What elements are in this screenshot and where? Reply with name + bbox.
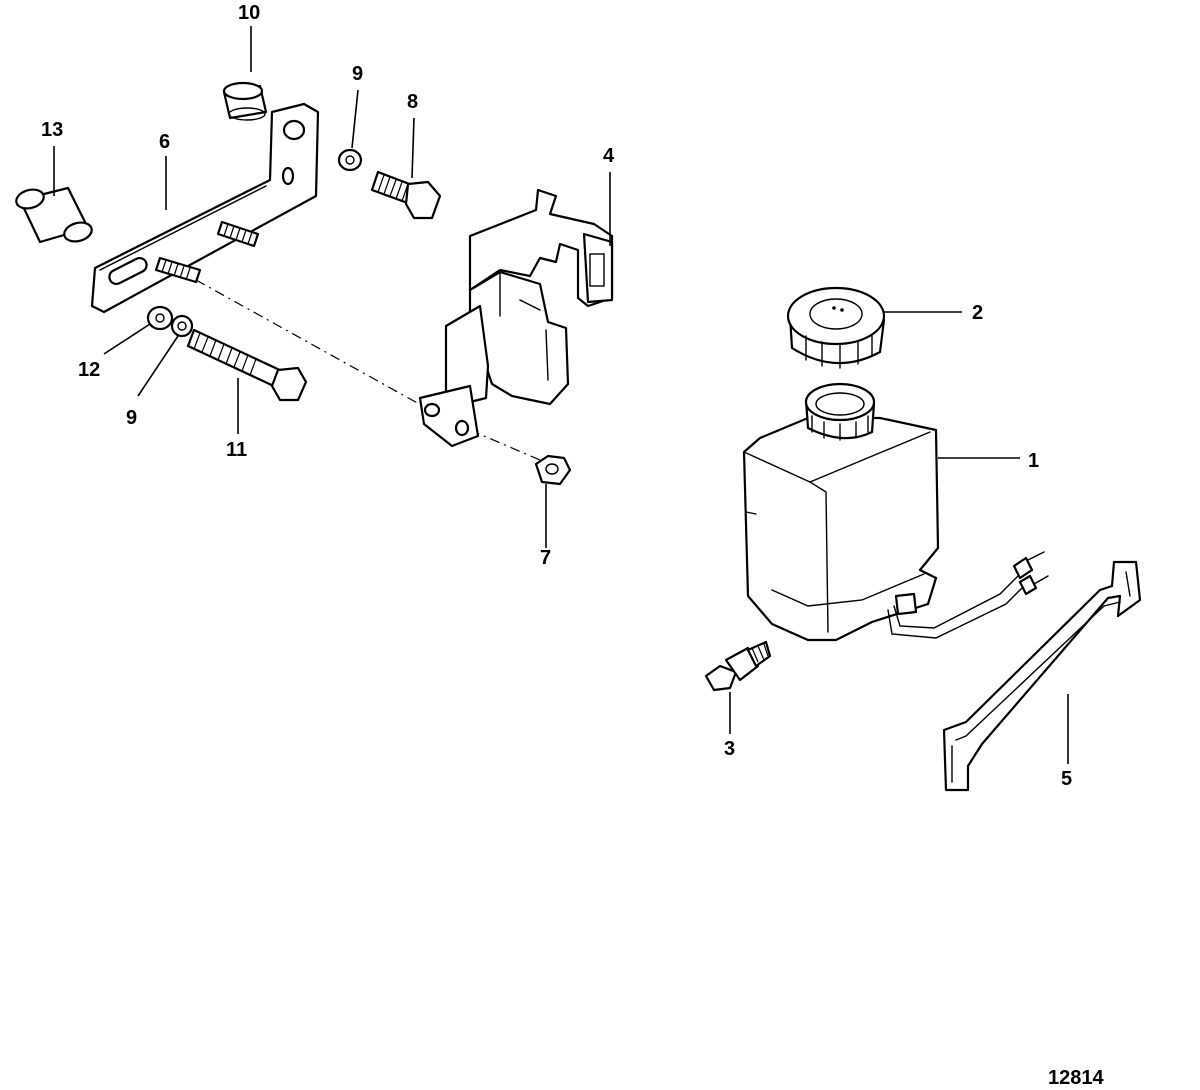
part-2-cap [786,286,886,369]
callout-12: 12 [78,359,100,381]
callout-8: 8 [407,91,418,113]
callout-9-upper: 9 [352,63,363,85]
diagram-number: 12814 [1048,1067,1104,1089]
leader-9-upper [351,89,359,149]
plate-stud-upper [216,220,260,248]
callout-11: 11 [226,439,247,461]
part-7-nut [534,454,572,486]
alignment-line [195,279,431,411]
callout-4: 4 [603,145,615,167]
callout-3: 3 [724,738,735,760]
leader-lines [53,26,1069,764]
part-6-plate [90,102,320,314]
callout-5: 5 [1061,768,1072,790]
part-13-spacer [15,186,93,244]
callout-2: 2 [972,302,983,324]
part-1-reservoir [742,382,1049,642]
part-9-washer-lower [170,314,194,338]
alignment-line-nut [469,429,541,461]
part-8-bolt [370,170,442,220]
part-9-washer-upper [337,148,363,172]
part-4-bracket [418,188,614,448]
callout-9-lower: 9 [126,407,137,429]
leader-12 [103,323,151,355]
callout-10: 10 [238,2,260,24]
leader-9-lower [137,335,179,397]
part-3-fitting [704,640,772,692]
part-12-washer [146,305,174,331]
callout-labels: 1 2 3 4 5 6 7 8 9 9 10 11 12 13 [41,2,1072,790]
part-5-strap [942,560,1142,792]
part-10-spacer [222,81,268,121]
part-11-bolt [186,328,308,402]
callout-7: 7 [540,547,551,569]
callout-13: 13 [41,119,63,141]
callout-6: 6 [159,131,170,153]
plate-stud-lower [154,256,202,284]
leader-8 [411,117,415,179]
callout-1: 1 [1028,450,1039,472]
